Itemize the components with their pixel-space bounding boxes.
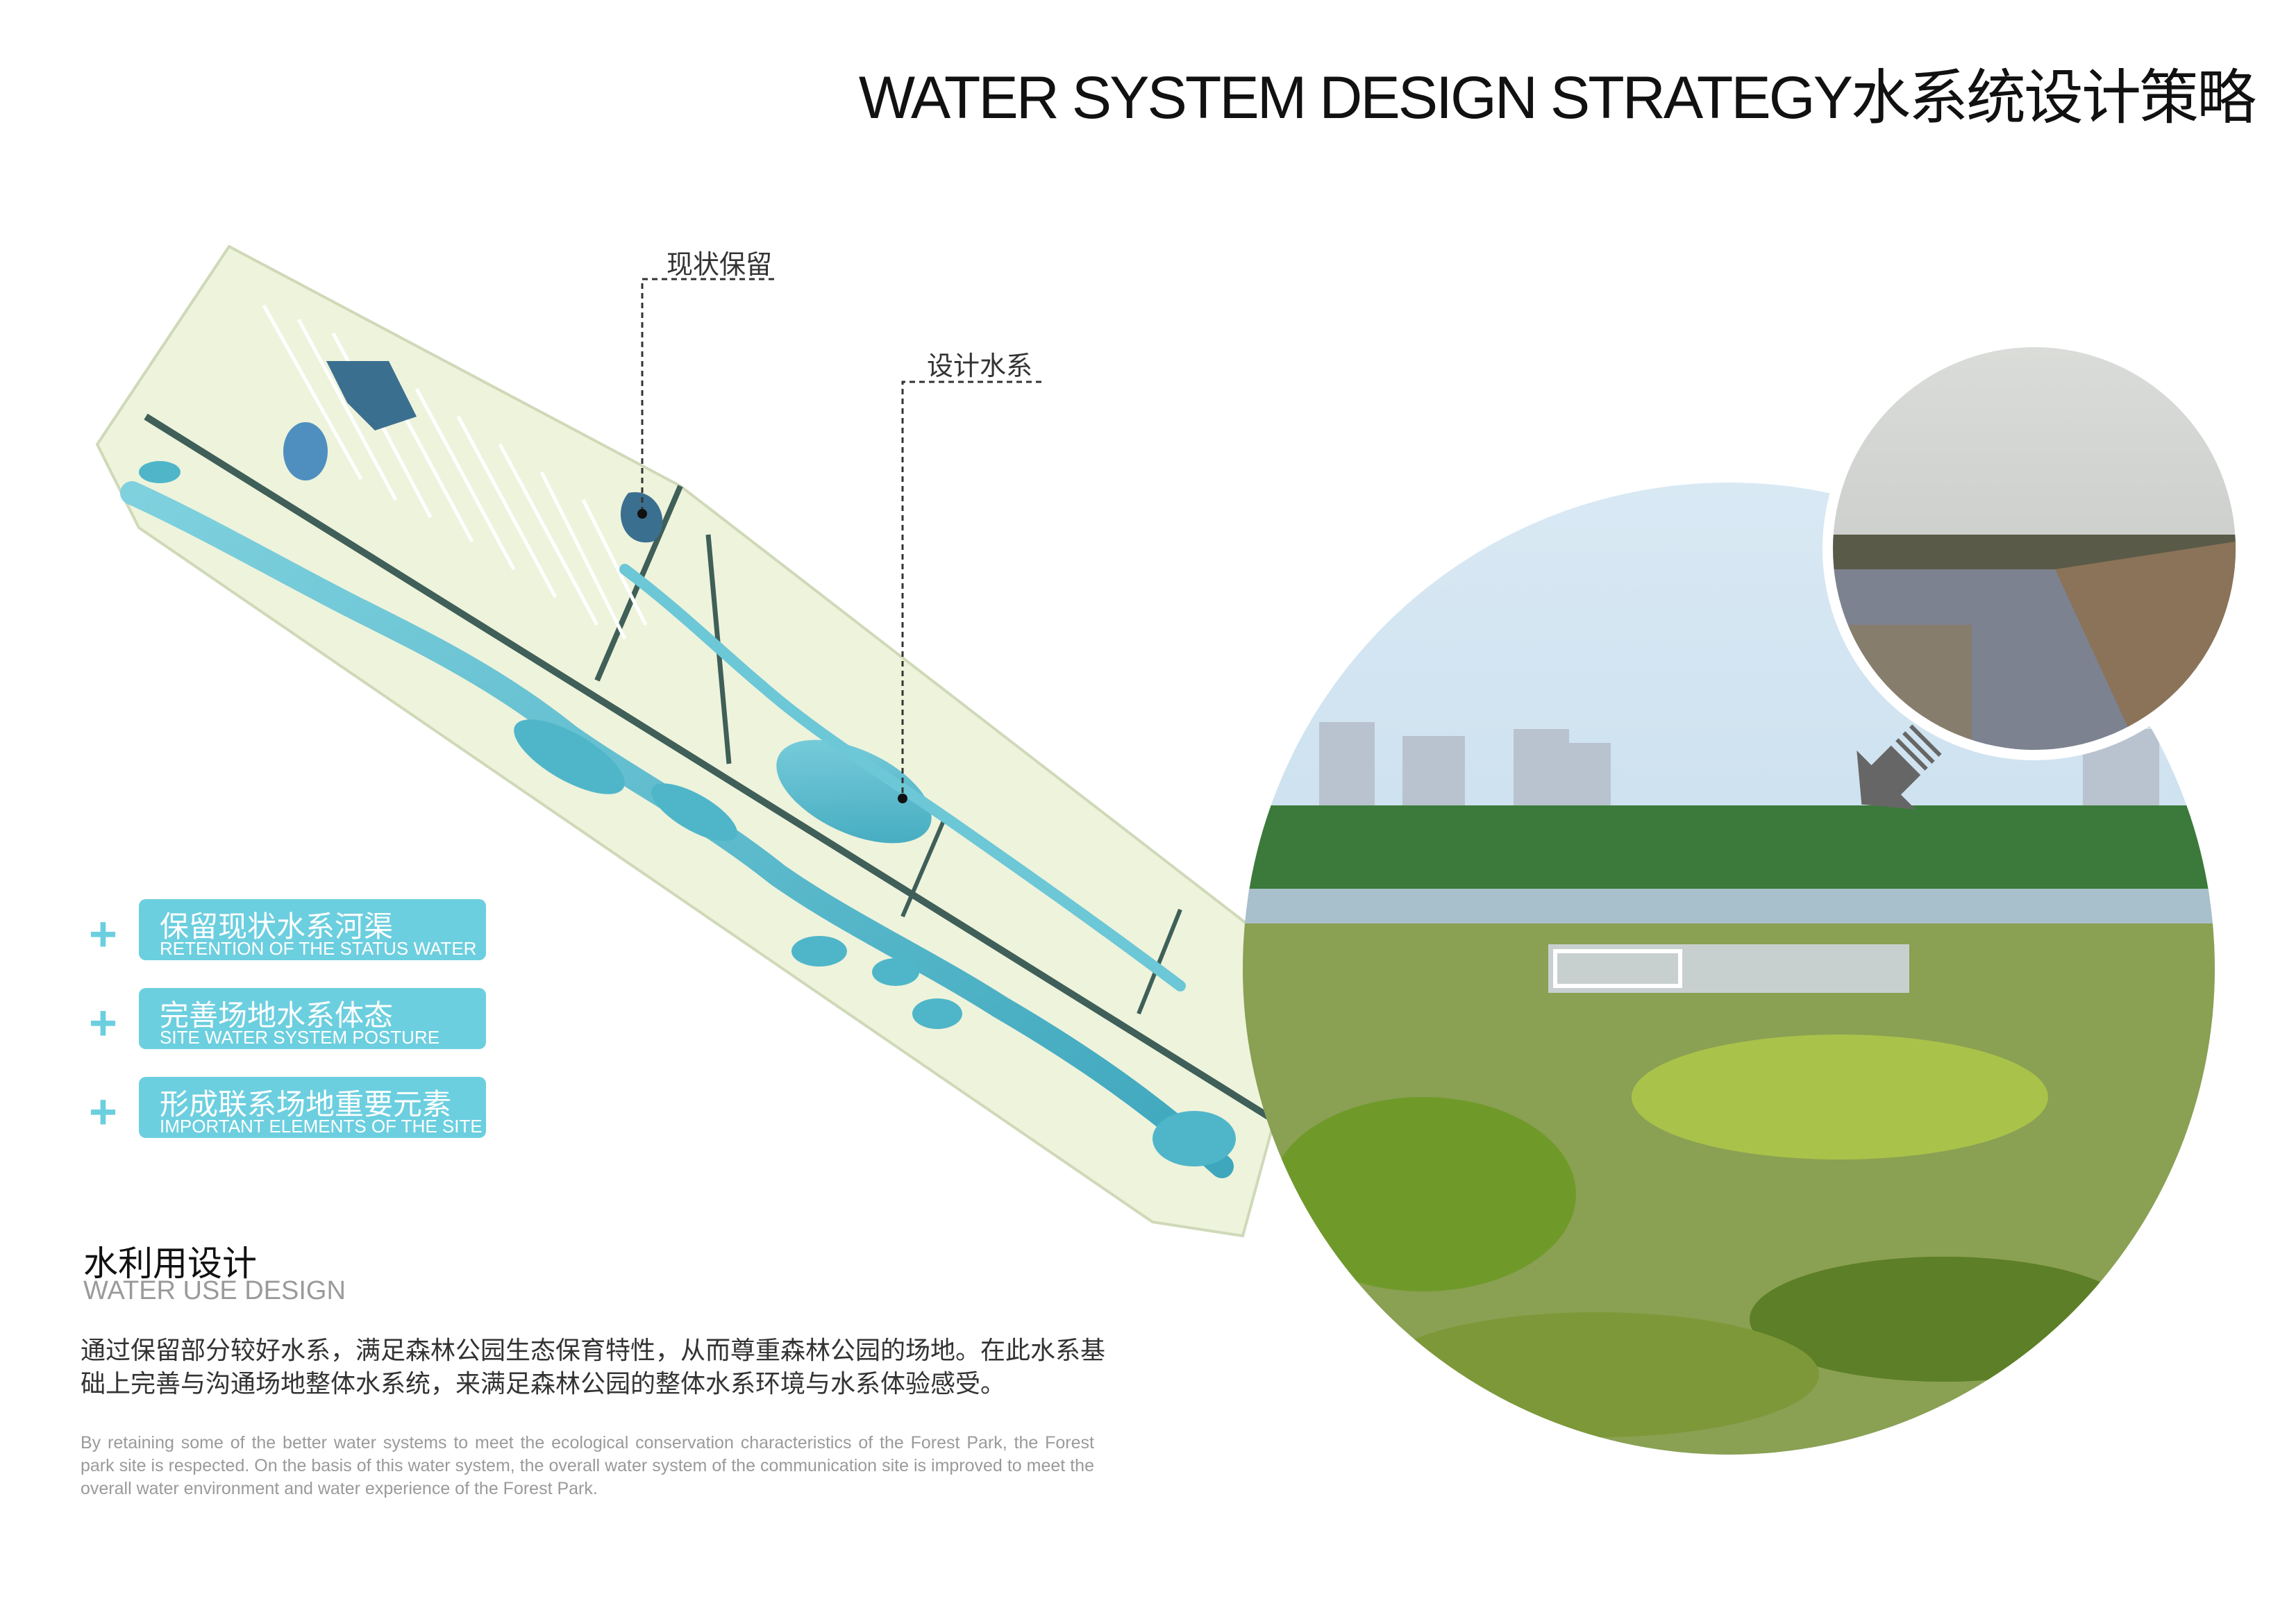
plus-icon: + bbox=[89, 907, 117, 961]
strategy-posture: 完善场地水系体态 SITE WATER SYSTEM POSTURE bbox=[139, 988, 486, 1049]
strategy-elements: 形成联系场地重要元素 IMPORTANT ELEMENTS OF THE SIT… bbox=[139, 1077, 486, 1138]
callout-leader-designed bbox=[901, 380, 1041, 798]
plus-icon: + bbox=[89, 996, 117, 1050]
body-text-en: By retaining some of the better water sy… bbox=[81, 1433, 1094, 1498]
callout-dot bbox=[898, 794, 907, 803]
strategy-cn: 完善场地水系体态 bbox=[160, 998, 394, 1032]
strategy-retention: 保留现状水系河渠 RETENTION OF THE STATUS WATER bbox=[139, 899, 486, 960]
section-subtitle: WATER USE DESIGN bbox=[83, 1276, 346, 1305]
plus-icon: + bbox=[89, 1085, 117, 1139]
retained-pond bbox=[326, 361, 417, 430]
main-road bbox=[144, 413, 1273, 1121]
strategy-en: RETENTION OF THE STATUS WATER bbox=[160, 938, 477, 959]
existing-canal-photo bbox=[1833, 347, 2236, 750]
strategy-cn: 保留现状水系河渠 bbox=[160, 910, 394, 944]
callout-leader-retain bbox=[641, 278, 774, 514]
secondary-road bbox=[900, 818, 946, 918]
callout-retain-label: 现状保留 bbox=[667, 249, 773, 280]
arrow-icon bbox=[1857, 724, 1942, 810]
strategy-en: SITE WATER SYSTEM POSTURE bbox=[160, 1027, 440, 1048]
page-title: WATER SYSTEM DESIGN STRATEGY水系统设计策略 bbox=[858, 65, 2256, 131]
section-title: 水利用设计 bbox=[83, 1244, 257, 1284]
callout-dot bbox=[637, 509, 647, 519]
river-east bbox=[619, 564, 1186, 991]
strategy-en: IMPORTANT ELEMENTS OF THE SITE bbox=[160, 1116, 483, 1137]
body-text-cn: 通过保留部分较好水系，满足森林公园生态保育特性，从而尊重森林公园的场地。在此水系… bbox=[81, 1337, 1106, 1398]
retained-pond bbox=[283, 422, 328, 480]
secondary-road bbox=[1137, 908, 1182, 1015]
callout-designed-label: 设计水系 bbox=[927, 351, 1033, 381]
designed-lake bbox=[776, 739, 932, 844]
site-masterplan bbox=[95, 244, 1293, 1238]
wetland-ponds bbox=[139, 461, 1236, 1166]
strategy-cn: 形成联系场地重要元素 bbox=[160, 1087, 452, 1121]
